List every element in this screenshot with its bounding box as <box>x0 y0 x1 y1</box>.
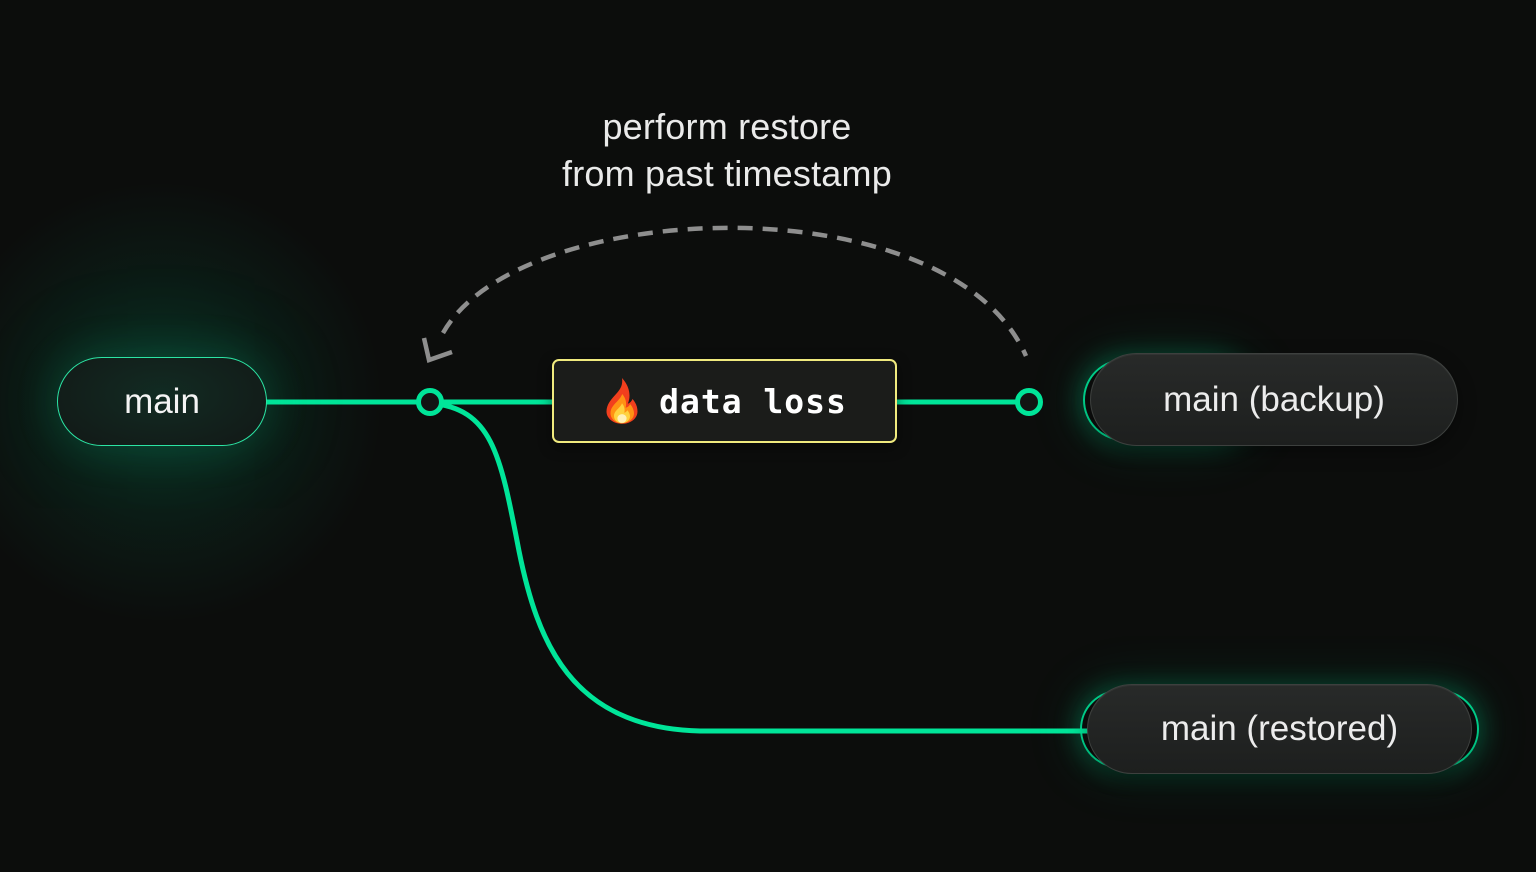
restored-branch-node: main (restored) <box>1087 684 1472 774</box>
fire-icon <box>606 378 638 424</box>
data-loss-label: data loss <box>659 381 847 421</box>
restored-branch-label: main (restored) <box>1160 709 1399 748</box>
backup-branch-node: main (backup) <box>1090 353 1458 446</box>
restore-caption-line1: perform restore <box>602 106 852 147</box>
main-branch-label: main <box>124 381 200 421</box>
branch-point-left-icon <box>416 388 444 416</box>
restore-arc-dashed-line <box>441 225 1029 357</box>
data-loss-box: data loss <box>552 359 897 443</box>
restore-caption: perform restore from past timestamp <box>427 103 1027 197</box>
restored-branch-line <box>427 400 1095 734</box>
branch-point-right-icon <box>1015 388 1043 416</box>
backup-branch-label: main (backup) <box>1163 379 1385 419</box>
restore-arrow-head-icon <box>421 337 453 363</box>
main-branch-node: main <box>57 357 267 446</box>
restore-caption-line2: from past timestamp <box>562 153 892 194</box>
